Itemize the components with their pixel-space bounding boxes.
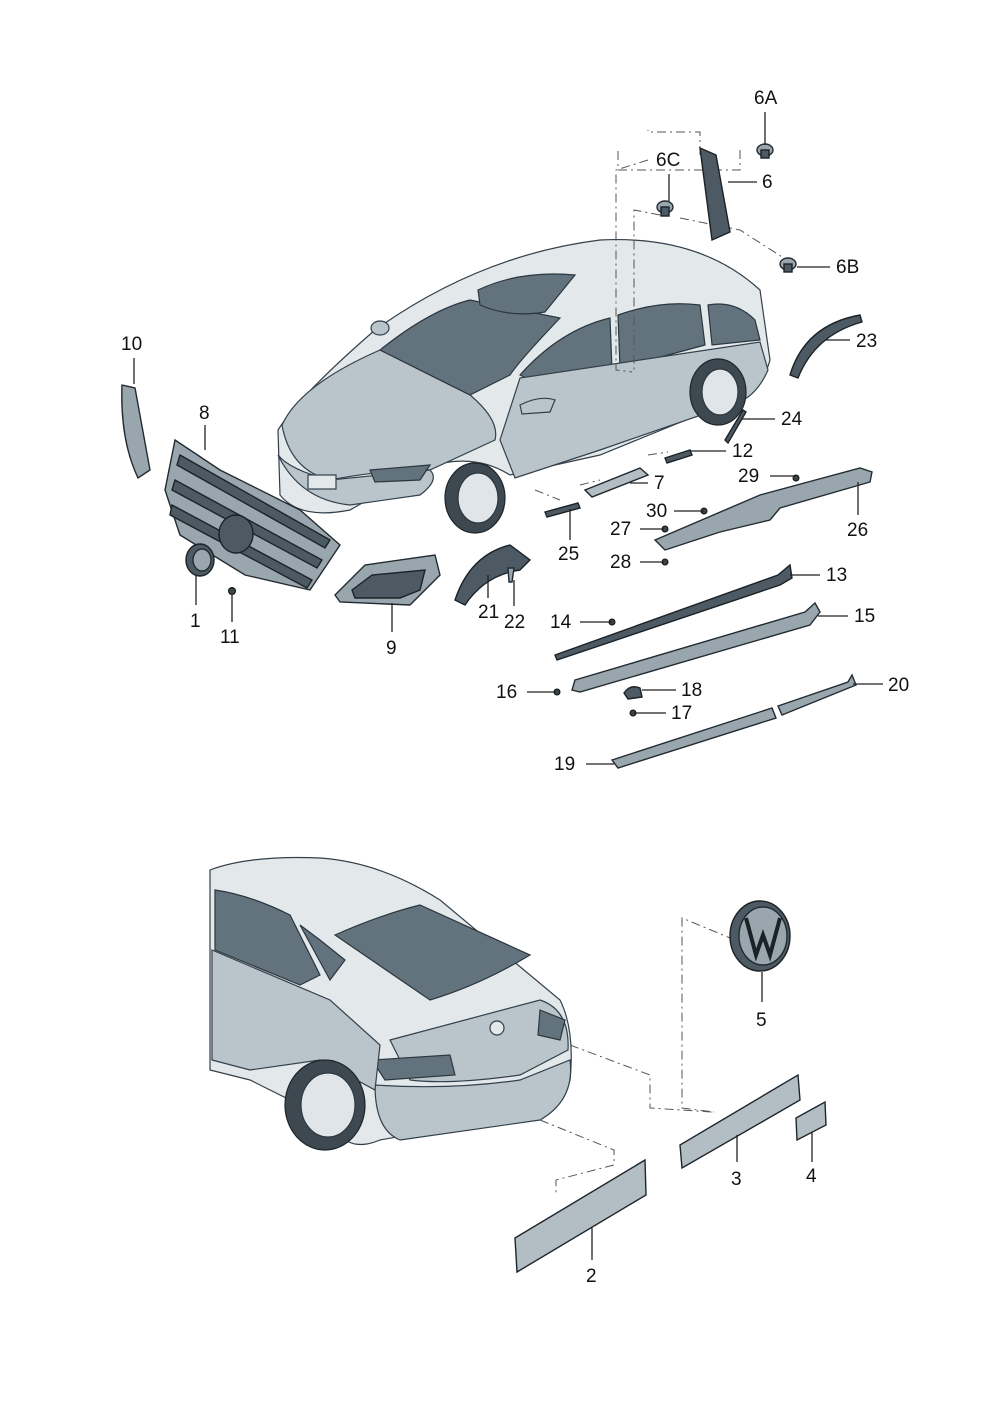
callout-23: 23 bbox=[856, 331, 877, 352]
callout-14: 14 bbox=[550, 612, 572, 633]
front-car-illustration bbox=[277, 238, 771, 534]
callout-28: 28 bbox=[610, 552, 631, 573]
clip-6a bbox=[756, 143, 774, 159]
callout-30: 30 bbox=[646, 501, 667, 522]
rear-emblem bbox=[729, 900, 791, 972]
callout-3: 3 bbox=[731, 1169, 742, 1190]
callout-27: 27 bbox=[610, 519, 631, 540]
sill-strip-13 bbox=[554, 563, 793, 661]
wheel-arch-trim-rear bbox=[789, 314, 863, 379]
callout-16: 16 bbox=[496, 682, 517, 703]
callout-labels: 6A 6 6C 6B 10 8 1 11 9 21 22 23 24 12 7 … bbox=[121, 88, 909, 1287]
callout-7: 7 bbox=[654, 473, 665, 494]
callout-19: 19 bbox=[554, 754, 575, 775]
leader-lines bbox=[133, 112, 883, 1260]
fog-light-frame bbox=[334, 554, 441, 606]
lettering-3 bbox=[679, 1073, 801, 1170]
b-pillar-trim bbox=[699, 146, 731, 242]
clip-6b bbox=[779, 257, 797, 273]
sill-trim-7 bbox=[583, 467, 650, 498]
callout-20: 20 bbox=[888, 675, 909, 696]
side-grille bbox=[121, 384, 151, 480]
sill-panel bbox=[653, 467, 873, 551]
callout-25: 25 bbox=[558, 544, 579, 565]
callout-12: 12 bbox=[732, 441, 753, 462]
callout-26: 26 bbox=[847, 520, 868, 541]
screw-11 bbox=[228, 587, 236, 595]
callout-21: 21 bbox=[478, 602, 499, 623]
clip-22 bbox=[507, 567, 515, 583]
callout-22: 22 bbox=[504, 612, 525, 633]
callout-24: 24 bbox=[781, 409, 803, 430]
projection-lines bbox=[534, 130, 791, 1195]
callout-10: 10 bbox=[121, 334, 142, 355]
callout-6a: 6A bbox=[754, 88, 778, 109]
callout-18: 18 bbox=[681, 680, 702, 701]
end-cap-18 bbox=[623, 686, 643, 700]
callout-29: 29 bbox=[738, 466, 759, 487]
callout-6: 6 bbox=[762, 172, 773, 193]
trim-strip-25 bbox=[544, 502, 581, 518]
callout-6c: 6C bbox=[656, 150, 680, 171]
lettering-4 bbox=[795, 1100, 827, 1142]
callout-5: 5 bbox=[756, 1010, 767, 1031]
callout-4: 4 bbox=[806, 1166, 817, 1187]
trim-strip-24 bbox=[724, 409, 747, 445]
sill-strip-15 bbox=[571, 601, 821, 693]
callout-13: 13 bbox=[826, 565, 847, 586]
wheel-arch-trim-front bbox=[454, 544, 532, 606]
callout-11: 11 bbox=[220, 627, 240, 648]
front-emblem bbox=[185, 543, 215, 577]
callout-2: 2 bbox=[586, 1266, 597, 1287]
callout-6b: 6B bbox=[836, 257, 859, 278]
callout-17: 17 bbox=[671, 703, 692, 724]
callout-8: 8 bbox=[199, 403, 210, 424]
clip-6c bbox=[656, 200, 674, 217]
callout-15: 15 bbox=[854, 606, 875, 627]
lettering-2 bbox=[514, 1158, 647, 1274]
callout-1: 1 bbox=[190, 611, 201, 632]
callout-9: 9 bbox=[386, 638, 397, 659]
protective-strip-19 bbox=[610, 707, 777, 769]
rear-car-illustration bbox=[209, 856, 572, 1151]
trim-strip-12 bbox=[664, 449, 693, 464]
protective-strip-20 bbox=[777, 673, 857, 716]
